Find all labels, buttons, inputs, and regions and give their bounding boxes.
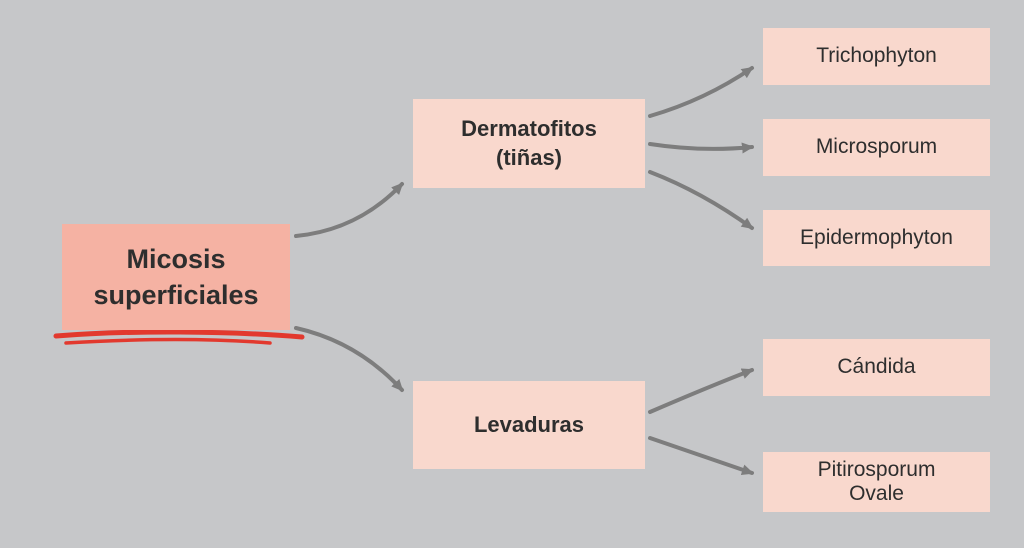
leaf-node-label: Epidermophyton <box>800 225 953 249</box>
arrow-dermatofitos-to-trichophyton <box>648 66 754 118</box>
arrow-levaduras-to-pitirosporum <box>648 436 754 475</box>
leaf-node-trichophyton: Trichophyton <box>763 28 990 85</box>
branch-node-dermatofitos: Dermatofitos (tiñas) <box>413 99 645 188</box>
arrow-root-to-dermatofitos <box>294 182 404 238</box>
leaf-node-epidermophyton: Epidermophyton <box>763 210 990 266</box>
leaf-node-label: Pitirosporum Ovale <box>817 457 936 505</box>
leaf-node-label: Microsporum <box>815 135 938 159</box>
leaf-node-label: Cándida <box>837 355 916 379</box>
branch-node-levaduras: Levaduras <box>413 381 645 469</box>
red-underline-scribble <box>53 329 305 345</box>
branch-node-label: Levaduras <box>473 411 585 437</box>
leaf-node-candida: Cándida <box>763 339 990 396</box>
leaf-node-label: Trichophyton <box>816 44 937 68</box>
branch-node-label: Dermatofitos (tiñas) <box>461 115 597 170</box>
arrow-dermatofitos-to-epidermophyton <box>648 170 754 230</box>
arrow-root-to-levaduras <box>294 326 404 392</box>
leaf-node-pitirosporum-ovale: Pitirosporum Ovale <box>763 452 990 512</box>
root-node-label: Micosis superficiales <box>93 243 259 310</box>
arrow-dermatofitos-to-microsporum <box>648 142 754 154</box>
leaf-node-microsporum: Microsporum <box>763 119 990 176</box>
root-node-micosis-superficiales: Micosis superficiales <box>62 224 290 330</box>
arrow-levaduras-to-candida <box>648 368 754 414</box>
